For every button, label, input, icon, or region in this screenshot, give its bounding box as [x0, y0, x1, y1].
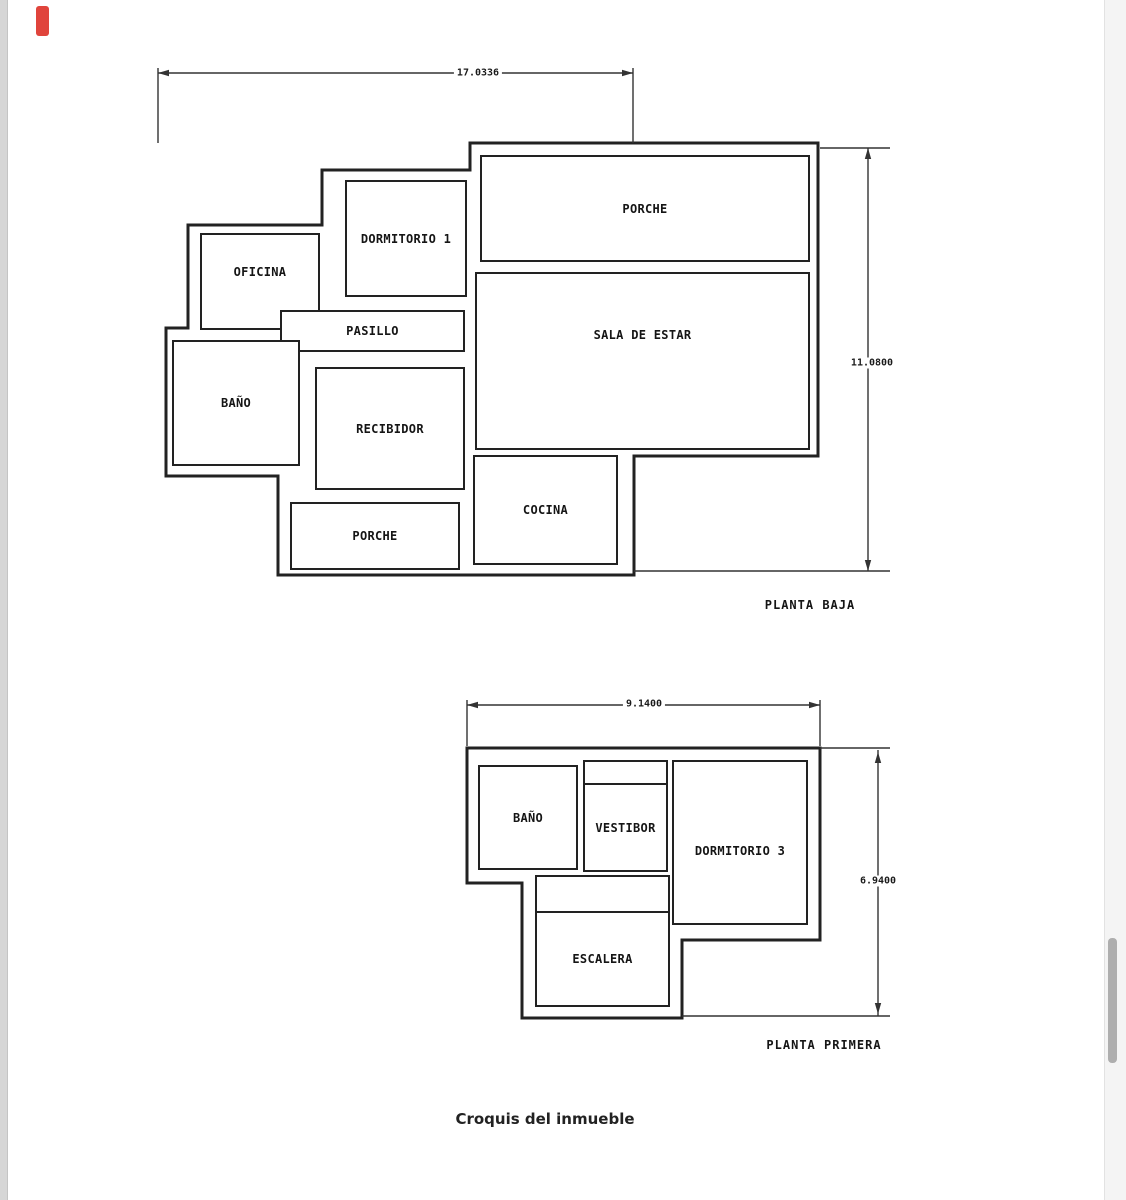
room-label: PORCHE [352, 529, 398, 543]
room-cocina: COCINA [473, 455, 618, 565]
room-vestibor: VESTIBOR [583, 760, 668, 872]
dim-label-baja-width: 17.0336 [453, 67, 503, 79]
room-label: ESCALERA [572, 952, 633, 966]
room-dormitorio-1: DORMITORIO 1 [345, 180, 467, 297]
planta-baja-outline [164, 141, 820, 577]
room-dormitorio-3: DORMITORIO 3 [672, 760, 808, 925]
page-left-edge [0, 0, 8, 1200]
room-sala-de-estar: SALA DE ESTAR [475, 272, 810, 450]
room-porche-bottom: PORCHE [290, 502, 460, 570]
room-label: BAÑO [220, 396, 252, 410]
room-porche-top: PORCHE [480, 155, 810, 262]
room-label: OFICINA [233, 264, 287, 279]
room-label: PASILLO [346, 324, 399, 338]
planta-primera-outline [465, 746, 822, 1020]
room-bano-primera: BAÑO [478, 765, 578, 870]
caption-planta-primera: PLANTA PRIMERA [766, 1038, 882, 1052]
room-bano-baja: BAÑO [172, 340, 300, 466]
room-pasillo: PASILLO [280, 310, 465, 352]
room-label: VESTIBOR [595, 820, 656, 835]
room-label: BAÑO [512, 810, 544, 825]
scrollbar-thumb[interactable] [1108, 938, 1117, 1063]
page-title: Croquis del inmueble [455, 1110, 635, 1128]
room-label: DORMITORIO 1 [360, 231, 452, 246]
room-label: DORMITORIO 3 [694, 843, 786, 858]
room-label: COCINA [522, 503, 569, 517]
room-label: RECIBIDOR [356, 421, 424, 436]
dim-label-primera-height: 6.9400 [856, 875, 900, 887]
room-label: SALA DE ESTAR [593, 328, 692, 342]
room-label: PORCHE [622, 201, 668, 216]
red-annotation-mark [36, 6, 49, 36]
room-divider [537, 911, 668, 913]
room-escalera: ESCALERA [535, 875, 670, 1007]
dim-label-primera-width: 9.1400 [622, 698, 666, 710]
dim-label-baja-height: 11.0800 [847, 357, 897, 369]
caption-planta-baja: PLANTA BAJA [764, 598, 856, 612]
vertical-scrollbar[interactable] [1104, 0, 1126, 1200]
dimension-baja-width [157, 68, 634, 143]
room-divider [585, 783, 666, 785]
room-recibidor: RECIBIDOR [315, 367, 465, 490]
